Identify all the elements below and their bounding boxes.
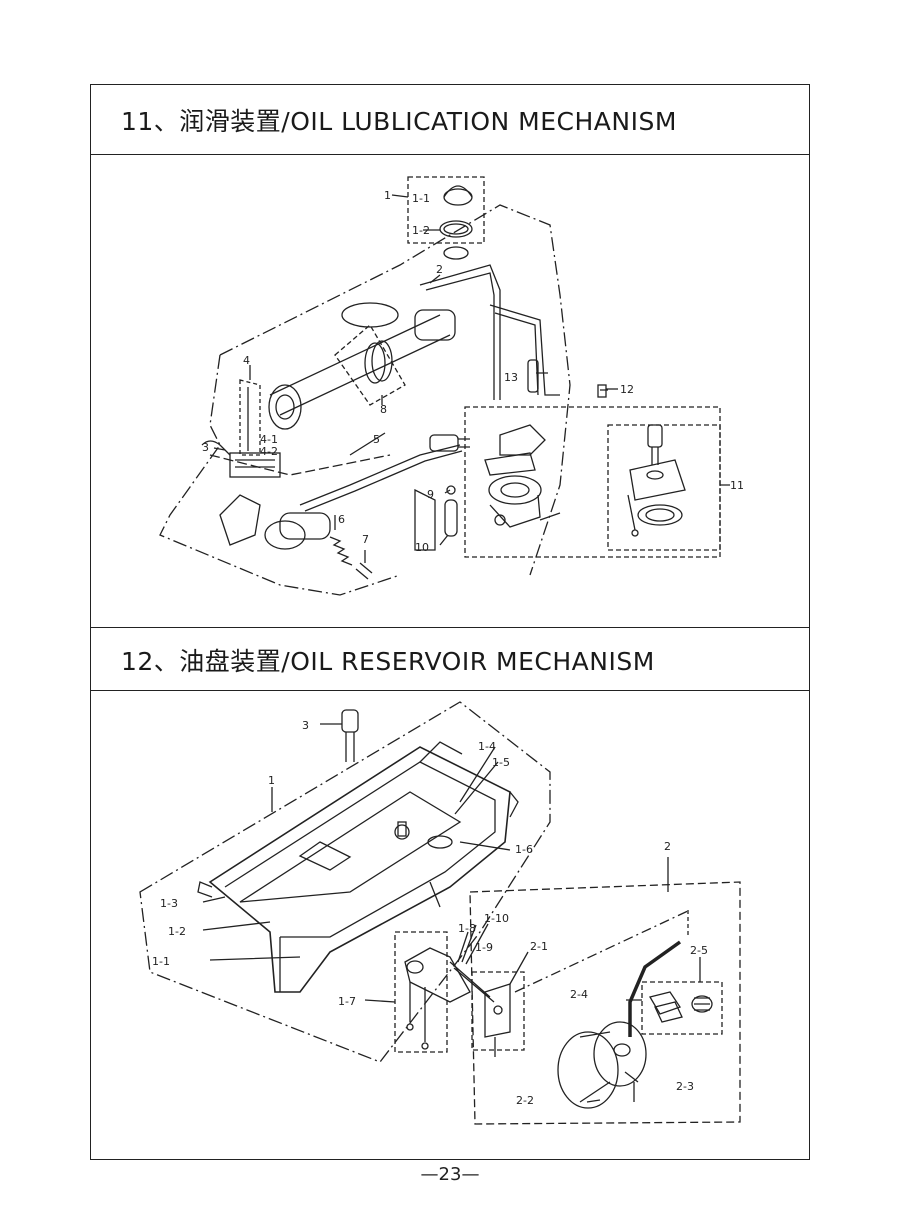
label-13: 13	[504, 371, 518, 384]
reservoir-diagram: 3 1 1-3 1-2 1-1 1-4 1-5 1-6 1-7 1-8 1-9 …	[139, 701, 741, 1125]
label-4-1: 4-1	[260, 433, 278, 446]
label-2: 2	[436, 263, 443, 276]
label-9: 9	[427, 488, 434, 501]
label-3: 3	[202, 441, 209, 454]
label-12: 12	[620, 383, 634, 396]
label-5: 5	[373, 433, 380, 446]
label-2-4: 2-4	[570, 988, 588, 1001]
label-1-7: 1-7	[338, 995, 356, 1008]
label-1-9: 1-9	[475, 941, 493, 954]
label-4: 4	[243, 354, 250, 367]
label-6: 6	[338, 513, 345, 526]
label-1-4: 1-4	[478, 740, 496, 753]
section-title-lubrication: 11、润滑装置/OIL LUBLICATION MECHANISM	[91, 85, 809, 155]
label-1-1: 1-1	[152, 955, 170, 968]
label-1-5: 1-5	[492, 756, 510, 769]
label-2: 2	[664, 840, 671, 853]
section-title-reservoir: 12、油盘装置/OIL RESERVOIR MECHANISM	[91, 627, 809, 691]
label-10: 10	[415, 541, 429, 554]
label-2-3: 2-3	[676, 1080, 694, 1093]
label-3: 3	[302, 719, 309, 732]
lubrication-diagram: 1 1-1 1-2 2 3 4 4-1 4-2 5 6 7 8 9 10 11 …	[159, 176, 744, 596]
label-4-2: 4-2	[260, 445, 278, 458]
label-2-1: 2-1	[530, 940, 548, 953]
label-2-5: 2-5	[690, 944, 708, 957]
label-1-1: 1-1	[412, 192, 430, 205]
label-1: 1	[268, 774, 275, 787]
page-frame: 11、润滑装置/OIL LUBLICATION MECHANISM 12、油盘装…	[90, 84, 810, 1160]
label-7: 7	[362, 533, 369, 546]
label-1-2: 1-2	[412, 224, 430, 237]
label-1: 1	[384, 189, 391, 202]
label-11: 11	[730, 479, 744, 492]
label-1-3: 1-3	[160, 897, 178, 910]
page-number: —23—	[420, 1164, 480, 1185]
label-8: 8	[380, 403, 387, 416]
label-1-2: 1-2	[168, 925, 186, 938]
label-1-8: 1-8	[458, 922, 476, 935]
label-1-10: 1-10	[484, 912, 509, 925]
label-1-6: 1-6	[515, 843, 533, 856]
label-2-2: 2-2	[516, 1094, 534, 1107]
